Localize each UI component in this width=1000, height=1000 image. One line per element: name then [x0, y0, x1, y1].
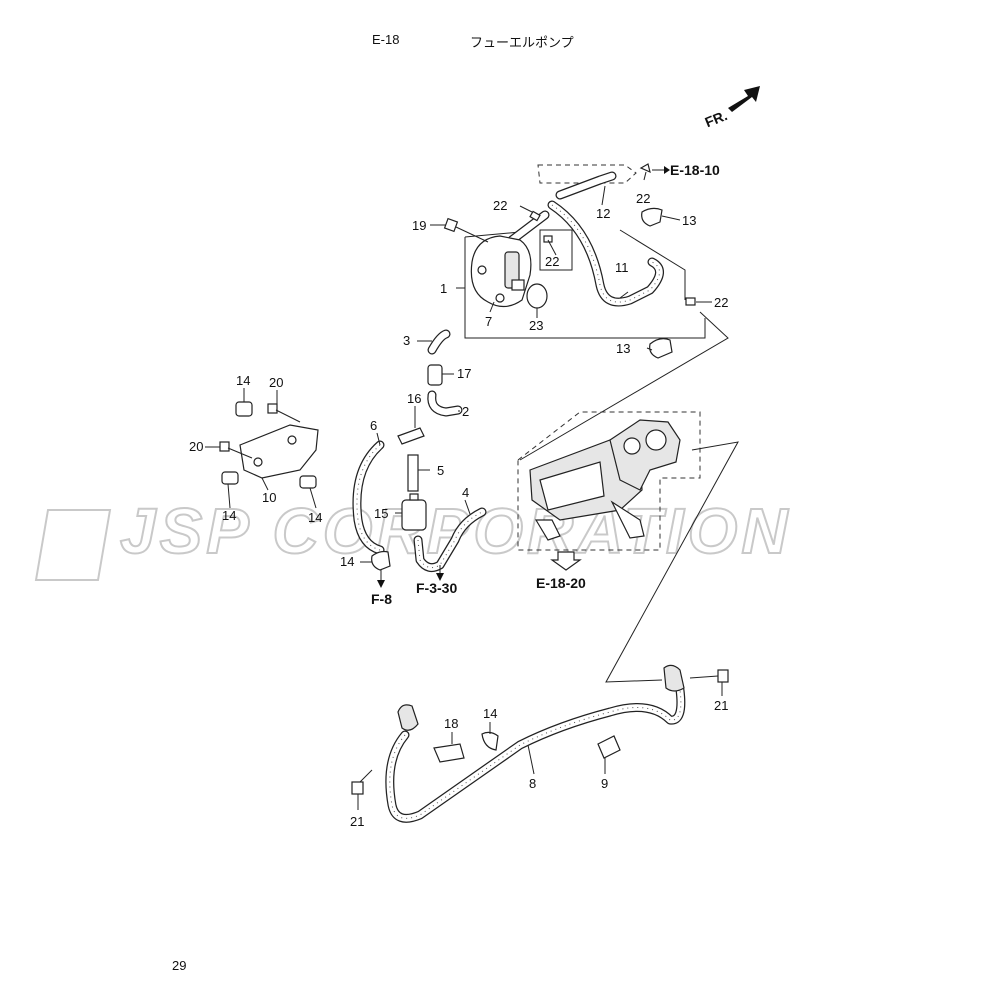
bracket-10	[221, 401, 319, 489]
callout-13a: 13	[682, 213, 696, 228]
clip-22d	[685, 297, 696, 306]
callout-5: 5	[437, 463, 444, 478]
hose-6	[352, 440, 385, 555]
fuel-pump	[470, 235, 532, 308]
clamp-9	[597, 735, 621, 759]
watermark: JSP CORPORATION	[34, 494, 792, 581]
o-ring-23	[526, 283, 548, 309]
clamp-13-lower	[649, 338, 673, 359]
bolt-21-left	[351, 769, 373, 795]
callout-1: 1	[440, 281, 447, 296]
callout-20b: 20	[189, 439, 203, 454]
ref-arrow-e1820	[550, 551, 582, 571]
hose-11	[547, 200, 664, 307]
callout-22a: 22	[493, 198, 507, 213]
bolt-20a	[267, 403, 301, 423]
callout-6: 6	[370, 418, 377, 433]
callout-14e: 14	[483, 706, 497, 721]
callout-22d: 22	[714, 295, 728, 310]
callout-7: 7	[485, 314, 492, 329]
callout-11: 11	[615, 260, 629, 275]
callout-21a: 21	[714, 698, 728, 713]
ref-e1810[interactable]: E-18-10	[670, 162, 720, 178]
callout-2: 2	[462, 404, 469, 419]
callout-8: 8	[529, 776, 536, 791]
callout-14c: 14	[222, 508, 236, 523]
clamp-14-inline	[371, 550, 391, 571]
pipe-5	[407, 454, 419, 492]
group-frame-22	[539, 229, 573, 271]
leader-to-carburetor	[519, 311, 729, 461]
callout-9: 9	[601, 776, 608, 791]
ref-f330[interactable]: F-3-30	[416, 580, 457, 596]
leader-lines	[205, 171, 723, 810]
front-label: FR.	[703, 107, 730, 130]
callout-4: 4	[462, 485, 469, 500]
filter-15	[401, 493, 427, 531]
bolt-21-right	[689, 669, 729, 683]
callout-20a: 20	[269, 375, 283, 390]
carburetor-assembly	[529, 419, 681, 541]
callout-16: 16	[407, 391, 421, 406]
filter-17	[427, 364, 443, 386]
callout-23: 23	[529, 318, 543, 333]
leader-to-harness	[605, 441, 739, 683]
callout-22b: 22	[545, 254, 559, 269]
clamp-13-upper	[641, 207, 663, 227]
group-frame-top	[537, 164, 637, 184]
ref-f8[interactable]: F-8	[371, 591, 392, 607]
clamp-18	[433, 743, 465, 763]
bolt-19	[443, 217, 489, 243]
connector-right	[663, 664, 685, 692]
callout-13b: 13	[616, 341, 630, 356]
harness-8	[385, 685, 686, 823]
callout-10: 10	[262, 490, 276, 505]
clip-22b	[543, 235, 553, 243]
front-arrow: FR.	[703, 86, 760, 130]
clamp-14-lower	[481, 731, 499, 751]
clip-22c	[639, 163, 651, 174]
connector-left	[397, 704, 419, 731]
callout-17: 17	[457, 366, 471, 381]
callout-15: 15	[374, 506, 388, 521]
page-number: 29	[172, 958, 187, 973]
section-code: E-18	[372, 32, 400, 47]
ref-e1820[interactable]: E-18-20	[536, 575, 586, 591]
watermark-text: JSP CORPORATION	[120, 495, 792, 567]
joint-16	[397, 427, 425, 445]
callout-18: 18	[444, 716, 458, 731]
callout-14a: 14	[340, 554, 354, 569]
callout-14d: 14	[308, 510, 322, 525]
callout-19: 19	[412, 218, 426, 233]
clip-22a	[529, 210, 541, 222]
callout-3: 3	[403, 333, 410, 348]
callout-22c: 22	[636, 191, 650, 206]
callout-12: 12	[596, 206, 610, 221]
callout-21b: 21	[350, 814, 364, 829]
callout-14b: 14	[236, 373, 250, 388]
section-title: フューエルポンプ	[470, 35, 574, 50]
